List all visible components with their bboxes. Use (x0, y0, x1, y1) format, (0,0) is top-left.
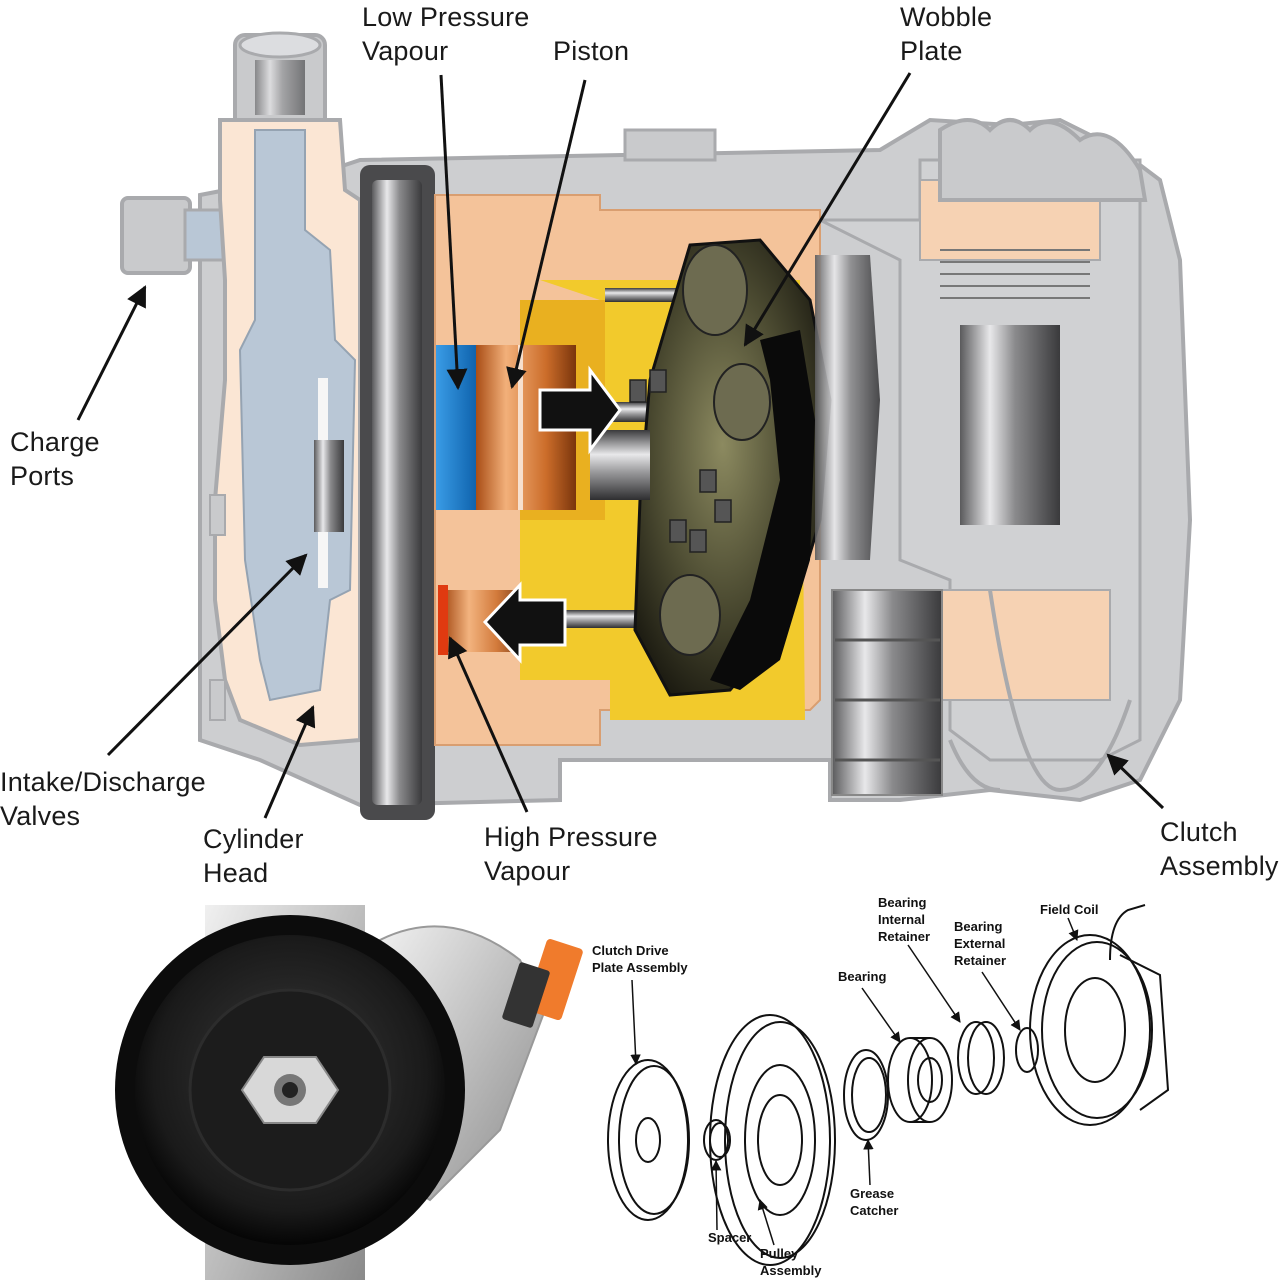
discharge-flow-arrow (482, 581, 567, 664)
label-grease-catcher: Grease Catcher (850, 1186, 899, 1218)
valve-plate (314, 440, 344, 532)
label-bearing-external-retainer: Bearing External Retainer (954, 919, 1007, 968)
leader-high-pressure-vapour (448, 636, 529, 813)
cutaway-leaders (76, 72, 1165, 819)
label-clutch-drive-plate-assembly: Clutch Drive Plate Assembly (592, 943, 688, 975)
label-charge-ports: Charge Ports (10, 427, 100, 491)
suction-flow-arrow (538, 365, 622, 455)
leader-cylinder-head (263, 705, 316, 819)
label-clutch-assembly: Clutch Assembly (1160, 817, 1279, 881)
leader-wobble-plate (743, 72, 912, 347)
exploded-view (607, 904, 1170, 1266)
label-pulley-assembly: Pulley Assembly (760, 1246, 822, 1278)
label-cylinder-head: Cylinder Head (203, 824, 304, 888)
charge-port-fitting (120, 196, 192, 275)
grease-catcher-part (843, 1049, 889, 1141)
leader-charge-ports (76, 285, 147, 421)
compressor-photo (115, 905, 583, 1280)
bearing-internal-retainer-part (957, 1021, 1005, 1095)
label-field-coil: Field Coil (1040, 902, 1099, 917)
field-coil-part (1029, 904, 1170, 1126)
leader-clutch-assembly (1106, 753, 1165, 810)
label-piston: Piston (553, 36, 630, 66)
label-low-pressure-vapour: Low Pressure Vapour (362, 2, 530, 66)
compressor-cutaway (120, 31, 1193, 820)
high-pressure-vapour-zone (438, 585, 448, 655)
pulley-grooves (938, 118, 1148, 202)
leader-intake-discharge-valves (106, 553, 308, 757)
clutch-hub (960, 325, 1060, 525)
leader-low-pressure-vapour (439, 74, 468, 391)
drive-shaft (590, 430, 650, 500)
clutch-drive-plate-part (607, 1059, 690, 1221)
label-high-pressure-vapour: High Pressure Vapour (484, 822, 658, 886)
leader-piston (506, 79, 587, 390)
bearing-external-retainer-part (1015, 1027, 1039, 1073)
label-bearing: Bearing (838, 969, 887, 984)
exploded-leaders (630, 917, 1079, 1246)
bearing-stack (831, 589, 943, 796)
label-spacer: Spacer (708, 1230, 752, 1245)
label-intake-discharge-valves: Intake/Discharge Valves (0, 767, 206, 831)
pulley-assembly-part (709, 1014, 836, 1266)
label-wobble-plate: Wobble Plate (900, 2, 993, 66)
label-bearing-internal-retainer: Bearing Internal Retainer (878, 895, 931, 944)
bearing-part (887, 1037, 953, 1123)
